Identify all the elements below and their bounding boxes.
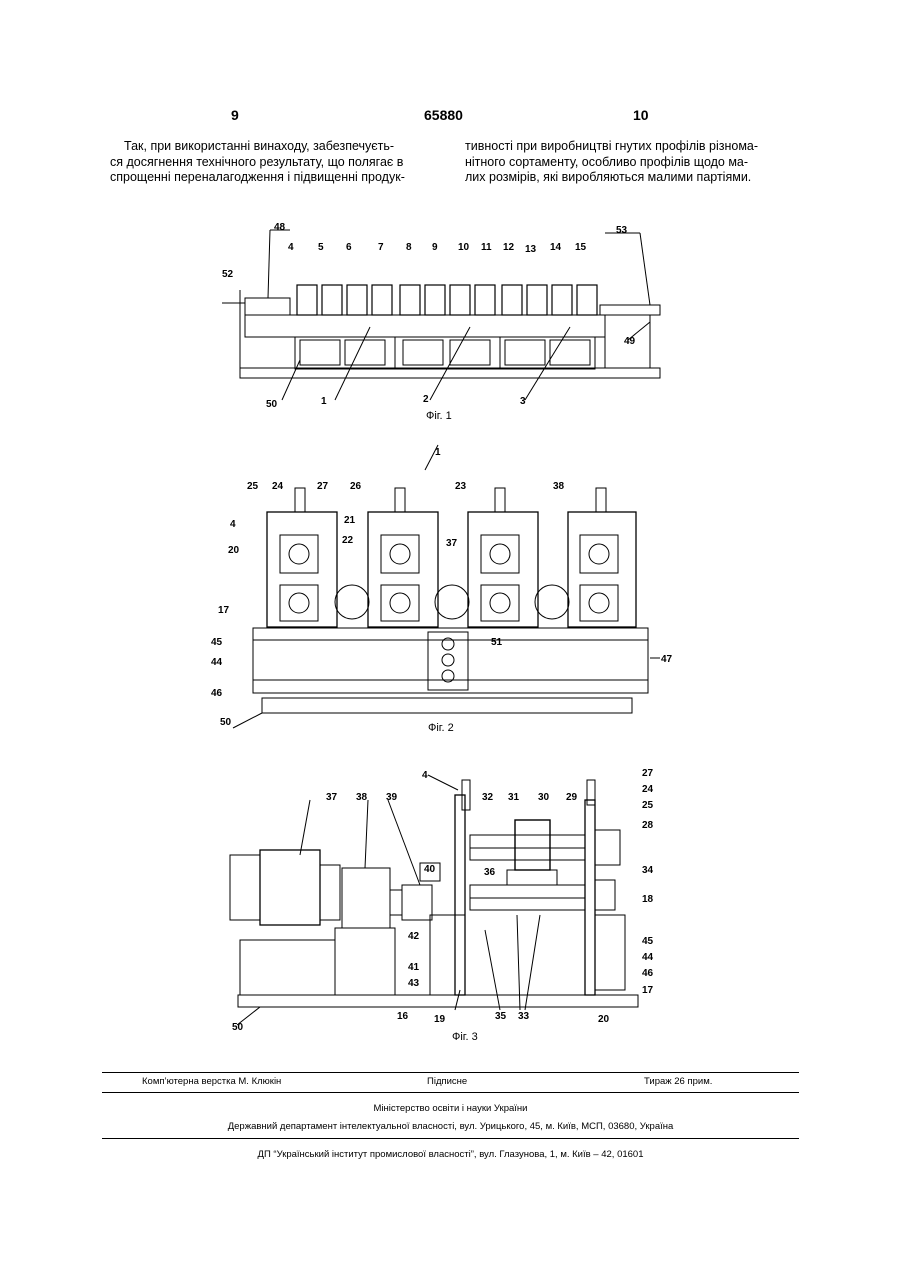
footer-ministry: Міністерство освіти і науки України [0,1103,901,1114]
footer-rule [102,1092,799,1093]
footer-circulation: Тираж 26 прим. [644,1076,712,1087]
fig3-label: 40 [424,864,436,875]
fig3-label: 37 [326,792,338,803]
fig3-label: 20 [598,1014,610,1025]
fig3-label: 30 [538,792,550,803]
fig3-label: 24 [642,784,654,795]
fig3-label: 32 [482,792,494,803]
fig3-label: 42 [408,931,420,942]
fig3-label: 44 [642,952,654,963]
fig3-label: 4 [422,770,428,781]
fig3-label: 33 [518,1011,530,1022]
fig3-label: 50 [232,1022,244,1033]
fig3-label: 19 [434,1014,446,1025]
fig3-label: 39 [386,792,398,803]
footer-institute: ДП “Український інститут промислової вла… [0,1149,901,1160]
fig3-label: 17 [642,985,654,996]
fig3-label: 25 [642,800,654,811]
fig3-label: 27 [642,768,654,779]
fig3-label: 31 [508,792,520,803]
footer-rule [102,1138,799,1139]
fig3-label: 29 [566,792,578,803]
figure-3-caption: Фіг. 3 [452,1031,478,1043]
fig3-label: 34 [642,865,654,876]
fig3-label: 41 [408,962,420,973]
fig3-label: 16 [397,1011,409,1022]
fig3-label: 18 [642,894,654,905]
footer-rule [102,1072,799,1073]
fig3-label: 35 [495,1011,507,1022]
fig3-label: 45 [642,936,654,947]
footer-department: Державний департамент інтелектуальної вл… [0,1121,901,1132]
footer-typesetting: Комп’ютерна верстка М. Клюкін [142,1076,281,1087]
fig3-label: 43 [408,978,420,989]
fig3-label: 38 [356,792,368,803]
footer-signed: Підписне [427,1076,467,1087]
fig3-label: 28 [642,820,654,831]
fig3-label: 46 [642,968,654,979]
fig3-label: 36 [484,867,496,878]
